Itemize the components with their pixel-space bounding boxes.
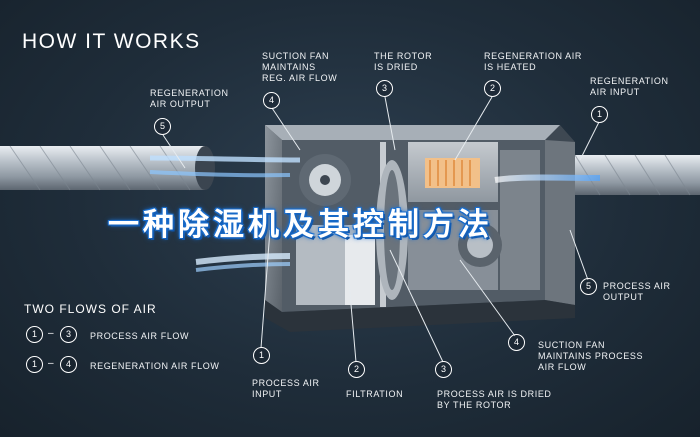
callout-badge: 3 bbox=[435, 361, 452, 378]
leader-lines bbox=[162, 96, 600, 363]
callout-badge: 2 bbox=[348, 361, 365, 378]
callout-label: PROCESS AIR OUTPUT bbox=[603, 281, 671, 302]
air-flow-arrows bbox=[149, 155, 601, 272]
callout-label: REGENERATION AIR INPUT bbox=[590, 76, 669, 97]
legend-label: REGENERATION AIR FLOW bbox=[90, 361, 220, 371]
callout-badge: 1 bbox=[591, 106, 608, 123]
legend-separator: – bbox=[48, 358, 54, 369]
callout-label: REGENERATION AIR OUTPUT bbox=[150, 88, 229, 109]
legend-badge-to: 4 bbox=[60, 356, 77, 373]
callout-badge: 4 bbox=[263, 92, 280, 109]
callout-label: SUCTION FAN MAINTAINS REG. AIR FLOW bbox=[262, 51, 338, 83]
callout-label: SUCTION FAN MAINTAINS PROCESS AIR FLOW bbox=[538, 340, 644, 372]
left-duct bbox=[0, 145, 215, 191]
callout-badge: 5 bbox=[154, 118, 171, 135]
callout-badge: 1 bbox=[253, 347, 270, 364]
callout-badge: 4 bbox=[508, 334, 525, 351]
legend-heading: TWO FLOWS OF AIR bbox=[24, 302, 157, 316]
callout-badge: 5 bbox=[580, 278, 597, 295]
callout-label: FILTRATION bbox=[346, 389, 404, 399]
callout-label: PROCESS AIR IS DRIED BY THE ROTOR bbox=[437, 389, 552, 410]
legend-separator: – bbox=[48, 328, 54, 339]
legend-badge-from: 1 bbox=[26, 326, 43, 343]
legend-label: PROCESS AIR FLOW bbox=[90, 331, 190, 341]
housing bbox=[265, 125, 575, 332]
overlay-title: 一种除湿机及其控制方法 bbox=[108, 207, 493, 243]
callout-label: PROCESS AIR INPUT bbox=[252, 378, 320, 399]
callout-label: REGENERATION AIR IS HEATED bbox=[484, 51, 582, 72]
legend-badge-from: 1 bbox=[26, 356, 43, 373]
callout-badge: 3 bbox=[376, 80, 393, 97]
callout-label: THE ROTOR IS DRIED bbox=[374, 51, 433, 72]
legend-badge-to: 3 bbox=[60, 326, 77, 343]
callout-badge: 2 bbox=[484, 80, 501, 97]
page-title: HOW IT WORKS bbox=[22, 30, 201, 53]
